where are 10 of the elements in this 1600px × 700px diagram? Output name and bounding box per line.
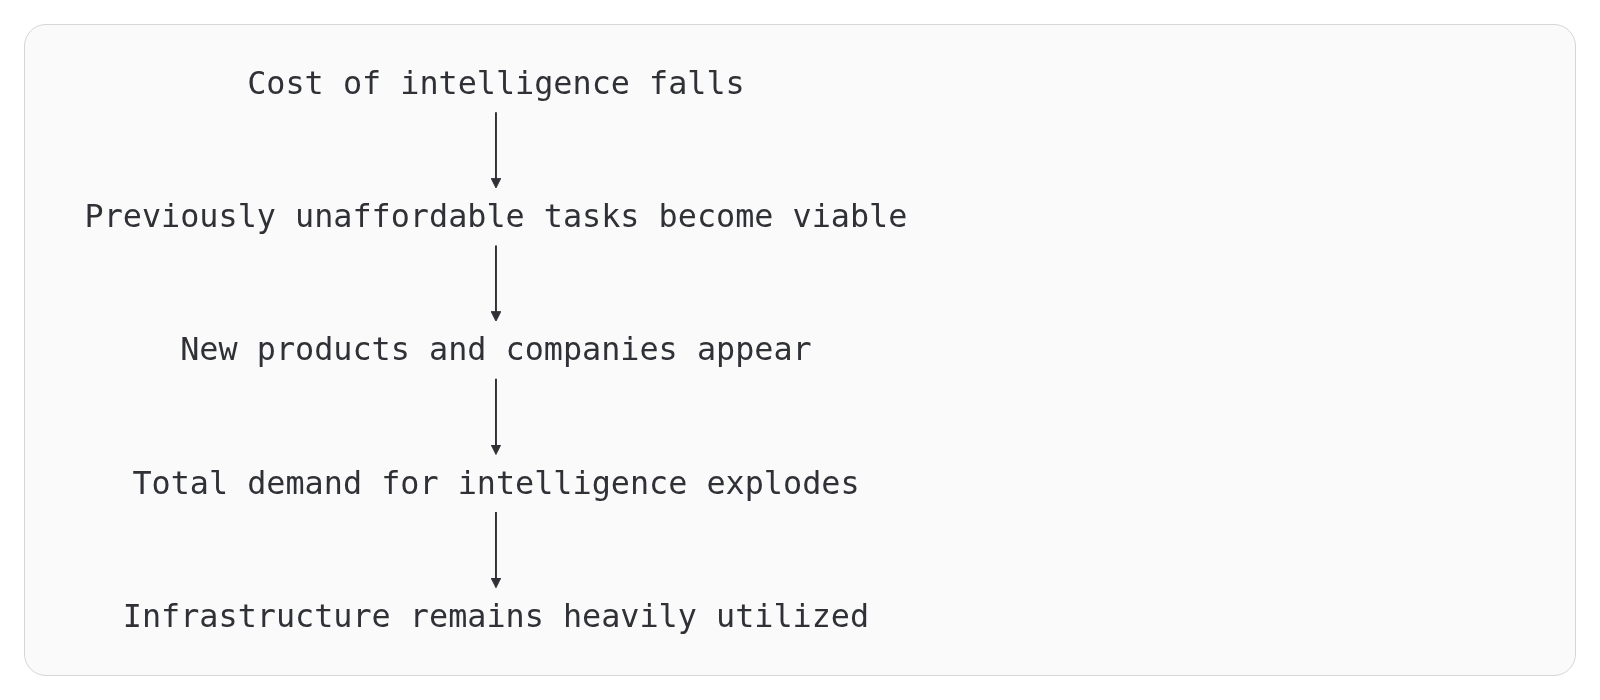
arrow [490, 377, 502, 455]
arrow [490, 244, 502, 322]
node-text: New products and companies appear [180, 331, 812, 368]
node-text: Infrastructure remains heavily utilized [122, 597, 870, 635]
node-text: Previously unaffordable tasks become viable [84, 197, 908, 235]
node-text: Total demand for intelligence explodes [132, 464, 860, 501]
arrow [490, 511, 502, 589]
code-block-panel: Cost of intelligence falls Previously unaffordable tasks become viable New products and companies appear Total demand for intelligence explodes Infrastructure remains heavily utilized [24, 24, 1576, 676]
arrow [490, 111, 502, 189]
node-text: Cost of intelligence falls [247, 64, 745, 102]
